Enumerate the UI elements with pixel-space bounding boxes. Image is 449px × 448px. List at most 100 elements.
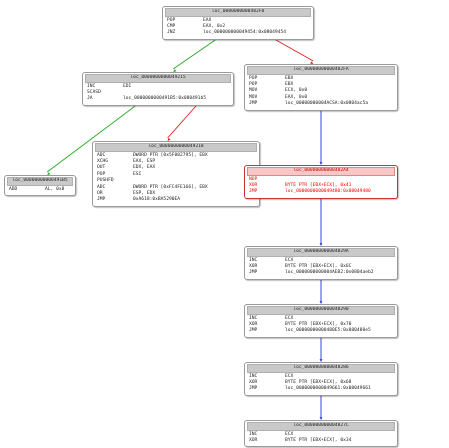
instruction-row: ADC DWORD PTR [0x5F002795], EBX	[95, 153, 257, 159]
instruction-operands: loc_0000000000049661:0x08049661	[285, 386, 371, 392]
instruction-operands: BYTE PTR [EBX+ECX], 0x68	[285, 379, 352, 385]
instruction-mnemonic: OUT	[97, 165, 106, 171]
block-label: loc_00000000000482FA	[247, 66, 395, 75]
instruction-mnemonic: INC	[249, 315, 258, 321]
edge-arrowhead	[167, 137, 171, 141]
block-label: loc_00000000000491B5	[7, 177, 73, 186]
instruction-mnemonic: INC	[249, 257, 258, 263]
edge-arrowhead	[319, 162, 323, 165]
instruction-mnemonic: JMP	[249, 386, 258, 392]
instruction-operands: 0xA618:0xBA5290EA	[133, 197, 181, 203]
instruction-mnemonic: ADC	[97, 184, 106, 190]
instruction-operands: EBX	[285, 81, 294, 87]
instruction-mnemonic: JMP	[249, 101, 258, 107]
edge-arrowhead	[319, 301, 323, 304]
instruction-row: NOP	[247, 177, 395, 183]
instruction-operands: BYTE PTR [EBX+ECX], 0x70	[285, 321, 352, 327]
instruction-mnemonic: SCASD	[87, 89, 101, 95]
edge-true	[172, 39, 216, 70]
instruction-row: POP ESI	[95, 172, 257, 178]
instruction-operands: AL, 0x8	[45, 186, 65, 192]
block-label: loc_000000000004829A	[247, 248, 395, 257]
instruction-operands: BYTE PTR [EBX+ECX], 0x34	[285, 437, 352, 443]
instruction-mnemonic: PUSHFD	[97, 178, 114, 184]
instruction-operands: EAX, 0x2	[203, 23, 226, 29]
instruction-row: XOR BYTE PTR [EBX+ECX], 0x68	[247, 380, 395, 386]
instruction-mnemonic: POP	[249, 81, 258, 87]
instruction-row: XOR BYTE PTR [EBX+ECX], 0x34	[247, 438, 395, 444]
instruction-mnemonic: MOV	[249, 88, 258, 94]
block-label: loc_000000000004827C	[247, 422, 395, 431]
instruction-operands: BYTE PTR [EBX+ECX], 0x41	[285, 182, 352, 188]
edge-arrowhead	[47, 172, 51, 175]
instruction-mnemonic: XOR	[249, 182, 258, 188]
instruction-mnemonic: XOR	[249, 437, 258, 443]
instruction-mnemonic: JMP	[249, 328, 258, 334]
instruction-operands: BYTE PTR [EBX+ECX], 0x6C	[285, 263, 352, 269]
instruction-operands: EAX	[203, 17, 212, 23]
block-label: loc_0000000000482F0	[165, 8, 311, 17]
instruction-operands: ESP, EDX	[133, 190, 156, 196]
block-label: loc_0000000000048290	[247, 306, 395, 315]
edge-false	[275, 39, 314, 62]
instruction-row: PUSHFD	[95, 178, 257, 184]
instruction-operands: ECX	[285, 315, 294, 321]
instruction-operands: EDI	[123, 83, 132, 89]
instruction-operands: loc_0000000000004AEB2:0x0804aeb2	[285, 270, 374, 276]
instruction-row: JMP loc_0000000000049661:0x08049661	[247, 386, 395, 392]
instruction-row: ADC DWORD PTR [0xFC4FE166], EBX	[95, 185, 257, 191]
instruction-mnemonic: ADD	[9, 186, 18, 192]
instruction-mnemonic: INC	[249, 431, 258, 437]
instruction-row: OR ESP, EDX	[95, 191, 257, 197]
instruction-mnemonic: JA	[87, 96, 93, 102]
edge-arrowhead	[319, 417, 323, 420]
edge-arrowhead	[173, 69, 177, 72]
edge-arrowhead	[319, 243, 323, 246]
instruction-mnemonic: ADC	[97, 152, 106, 158]
instruction-mnemonic: XOR	[249, 379, 258, 385]
instruction-operands: EBX	[285, 75, 294, 81]
instruction-operands: ESI	[133, 171, 142, 177]
instruction-operands: loc_0000000000491B5:0x080491b5	[123, 96, 206, 102]
instruction-mnemonic: MOV	[249, 94, 258, 100]
instruction-row: INC ECX	[247, 258, 395, 264]
instruction-operands: ECX	[285, 257, 294, 263]
instruction-mnemonic: OR	[97, 190, 103, 196]
instruction-operands: DWORD PTR [0x5F002795], EBX	[133, 152, 208, 158]
instruction-row: POP EBX	[247, 82, 395, 88]
instruction-row: JMP loc_00000000004ACSA:0x0804ac5a	[247, 101, 395, 107]
block-label: loc_0000000000048286	[247, 364, 395, 373]
instruction-mnemonic: POP	[97, 171, 106, 177]
block-label: loc_0000000000049218	[95, 143, 257, 152]
instruction-row: XOR BYTE PTR [EBX+ECX], 0x41	[247, 183, 395, 189]
instruction-operands: loc_00000000004ACSA:0x0804ac5a	[285, 101, 368, 107]
instruction-row: SCASD	[85, 90, 231, 96]
instruction-operands: DWORD PTR [0xFC4FE166], EBX	[133, 184, 208, 190]
